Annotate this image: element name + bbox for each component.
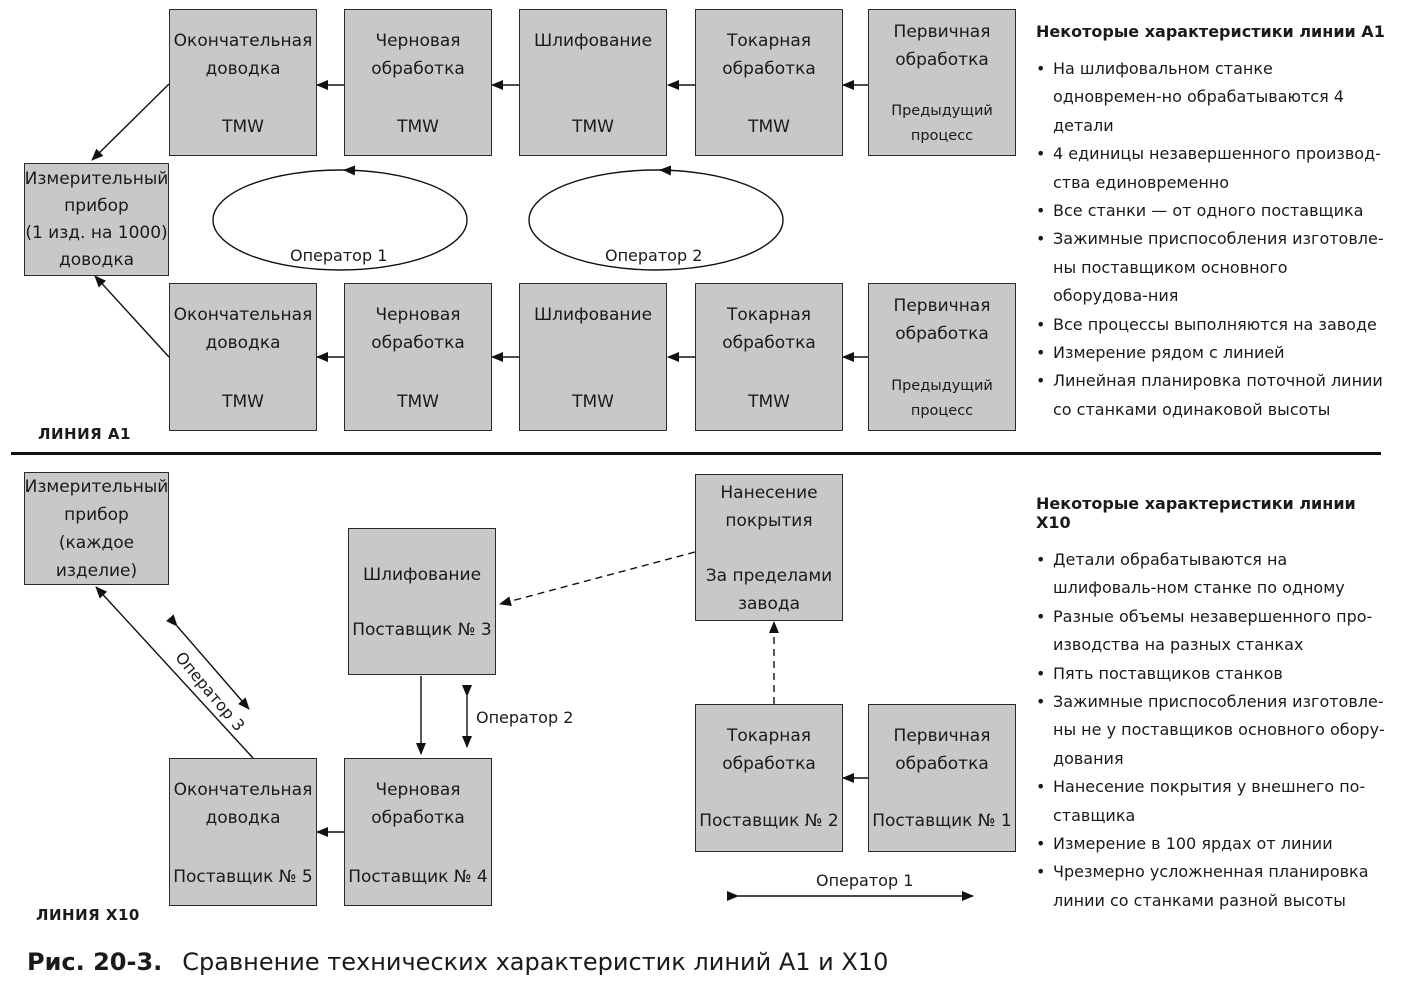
list-item: Нанесение покрытия у внешнего по-ставщик… [1036, 773, 1386, 830]
box-name: Токарная обработка [722, 726, 816, 774]
x10-finishing-box: Окончательная доводка Поставщик № 5 [169, 758, 317, 906]
section-divider [11, 452, 1381, 455]
box-supplier: Поставщик № 5 [173, 867, 313, 887]
box-name: Черновая обработка [371, 780, 465, 828]
box-supplier: За пределами завода [705, 566, 833, 614]
list-item: Чрезмерно усложненная планировка линии с… [1036, 858, 1386, 915]
box-supplier: TMW [572, 117, 614, 137]
x10-coating-box: Нанесение покрытия За пределами завода [695, 474, 843, 621]
a1-characteristics-panel: Некоторые характеристики линии А1 На шли… [1036, 22, 1386, 424]
box-supplier: TMW [397, 392, 439, 412]
a1-top-grinding-box: Шлифование TMW [519, 9, 667, 156]
figure-number: Рис. 20-3. [27, 948, 163, 976]
x10-panel-title: Некоторые характеристики линии X10 [1036, 494, 1356, 532]
a1-bottom-grinding-box: Шлифование TMW [519, 283, 667, 431]
box-supplier: Поставщик № 1 [872, 811, 1012, 831]
a1-operator2-label: Оператор 2 [605, 246, 703, 265]
list-item: Разные объемы незавершенного про-изводст… [1036, 603, 1386, 660]
list-item: 4 единицы незавершенного производ-ства е… [1036, 140, 1386, 197]
list-item: Пять поставщиков станков [1036, 660, 1386, 689]
box-name: Окончательная доводка [173, 780, 313, 828]
box-supplier: Поставщик № 4 [348, 867, 488, 887]
a1-bottom-turning-box: Токарная обработка TMW [695, 283, 843, 431]
x10-roughing-box: Черновая обработка Поставщик № 4 [344, 758, 492, 906]
a1-panel-title: Некоторые характеристики линии А1 [1036, 22, 1385, 41]
box-name: Токарная обработка [722, 31, 816, 79]
box-name: Первичная обработка [893, 22, 991, 70]
box-supplier: TMW [572, 392, 614, 412]
box-name: Нанесение покрытия [720, 483, 818, 531]
box-supplier: Предыдущий процесс [891, 103, 993, 144]
line-a1-title: ЛИНИЯ А1 [38, 425, 131, 443]
box-name: Черновая обработка [371, 305, 465, 353]
list-item: На шлифовальном станке одновремен-но обр… [1036, 55, 1386, 140]
x10-grinding-box: Шлифование Поставщик № 3 [348, 528, 496, 675]
box-name: Шлифование [533, 305, 653, 325]
list-item: Все станки — от одного поставщика [1036, 197, 1386, 226]
a1-top-primary-box: Первичная обработка Предыдущий процесс [868, 9, 1016, 156]
list-item: Детали обрабатываются на шлифоваль-ном с… [1036, 546, 1386, 603]
box-supplier: TMW [748, 117, 790, 137]
box-supplier: Поставщик № 3 [352, 620, 492, 640]
a1-bottom-finishing-box: Окончательная доводка TMW [169, 283, 317, 431]
box-name: Окончательная доводка [173, 305, 313, 353]
box-name: Окончательная доводка [173, 31, 313, 79]
box-supplier: TMW [748, 392, 790, 412]
list-item: Измерение рядом с линией [1036, 339, 1386, 368]
a1-bottom-roughing-box: Черновая обработка TMW [344, 283, 492, 431]
list-item: Измерение в 100 ярдах от линии [1036, 830, 1386, 859]
box-name: Черновая обработка [371, 31, 465, 79]
a1-bottom-primary-box: Первичная обработка Предыдущий процесс [868, 283, 1016, 431]
x10-primary-box: Первичная обработка Поставщик № 1 [868, 704, 1016, 852]
a1-top-finishing-box: Окончательная доводка TMW [169, 9, 317, 156]
box-name: Шлифование [362, 565, 482, 585]
x10-operator2-label: Оператор 2 [476, 708, 574, 727]
box-supplier: Предыдущий процесс [891, 378, 993, 419]
box-name: Токарная обработка [722, 305, 816, 353]
box-supplier: TMW [222, 392, 264, 412]
box-supplier: TMW [397, 117, 439, 137]
line-x10-title: ЛИНИЯ X10 [36, 906, 140, 924]
box-name: Измерительный прибор (каждое изделие) [24, 476, 169, 581]
box-name: Измерительный прибор (1 изд. на 1000) до… [24, 168, 169, 270]
list-item: Зажимные приспособления изготовле-ны не … [1036, 688, 1386, 773]
a1-measuring-device-box: Измерительный прибор (1 изд. на 1000) до… [24, 163, 169, 276]
box-supplier: TMW [222, 117, 264, 137]
x10-operator3-label: Оператор 3 [171, 648, 249, 735]
a1-characteristics-list: На шлифовальном станке одновремен-но обр… [1036, 55, 1386, 424]
list-item: Линейная планировка поточной линии со ст… [1036, 367, 1386, 424]
figure-caption-text: Сравнение технических характеристик лини… [182, 948, 889, 976]
list-item: Все процессы выполняются на заводе [1036, 311, 1386, 340]
x10-characteristics-panel: Некоторые характеристики линии X10 Детал… [1036, 494, 1386, 915]
a1-operator1-label: Оператор 1 [290, 246, 388, 265]
a1-top-turning-box: Токарная обработка TMW [695, 9, 843, 156]
list-item: Зажимные приспособления изготовле-ны пос… [1036, 225, 1386, 310]
x10-characteristics-list: Детали обрабатываются на шлифоваль-ном с… [1036, 546, 1386, 915]
a1-top-roughing-box: Черновая обработка TMW [344, 9, 492, 156]
figure-caption: Рис. 20-3. Сравнение технических характер… [27, 948, 888, 976]
box-name: Первичная обработка [893, 726, 991, 774]
x10-measuring-device-box: Измерительный прибор (каждое изделие) [24, 472, 169, 585]
x10-operator1-label: Оператор 1 [816, 871, 914, 890]
x10-turning-box: Токарная обработка Поставщик № 2 [695, 704, 843, 852]
box-name: Шлифование [533, 31, 653, 51]
box-supplier: Поставщик № 2 [699, 811, 839, 831]
box-name: Первичная обработка [893, 296, 991, 344]
